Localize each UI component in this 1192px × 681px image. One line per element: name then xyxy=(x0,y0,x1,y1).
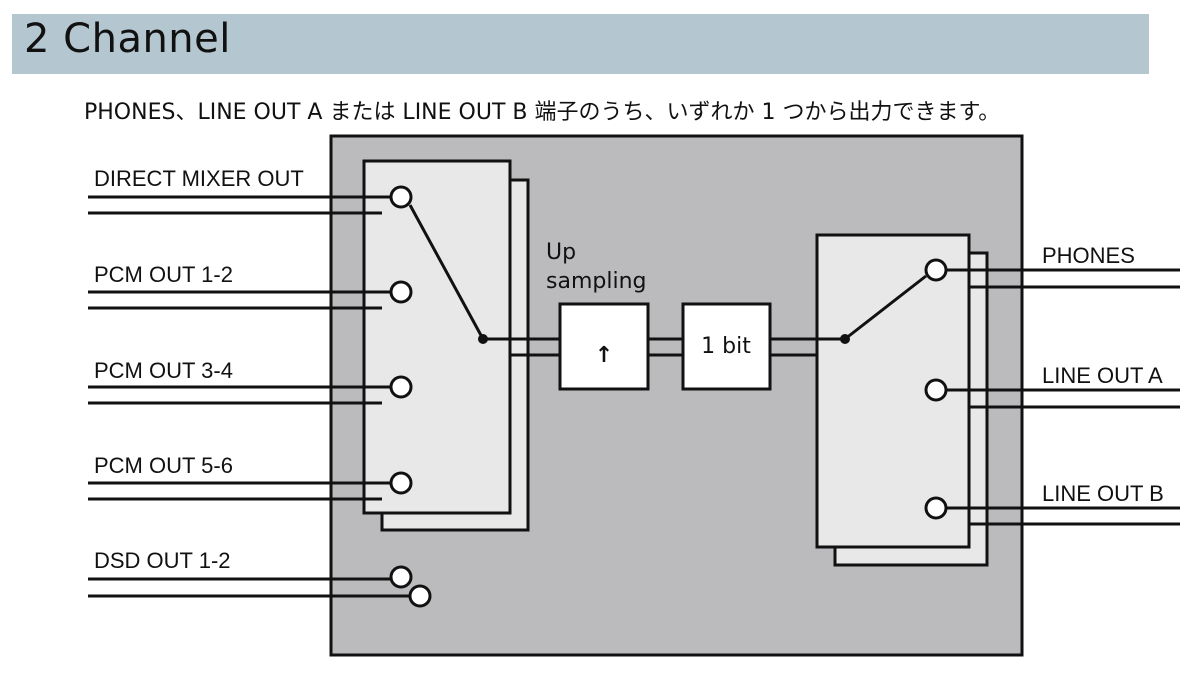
input-selector xyxy=(362,159,512,515)
pcm12-terminal xyxy=(389,280,413,304)
section-header: 2 Channel xyxy=(12,14,1149,74)
section-title: 2 Channel xyxy=(24,16,231,62)
label-pcm-out-3-4: PCM OUT 3-4 xyxy=(94,358,233,383)
upsampling-label-line1: Up xyxy=(546,240,576,265)
line-out-b-terminal xyxy=(924,496,948,520)
label-direct-mixer-out: DIRECT MIXER OUT xyxy=(94,166,304,191)
upsampling-label-line2: sampling xyxy=(546,269,646,294)
line-out-a-terminal xyxy=(924,378,948,402)
output-switch-lever xyxy=(844,274,927,341)
label-phones: PHONES xyxy=(1042,243,1135,268)
upsampling-arrow: ↑ xyxy=(595,343,613,368)
direct-mixer-terminal xyxy=(389,185,413,209)
label-pcm-out-5-6: PCM OUT 5-6 xyxy=(94,453,233,478)
label-pcm-out-1-2: PCM OUT 1-2 xyxy=(94,262,233,287)
upsampling-block xyxy=(558,302,650,391)
input-switch-lever xyxy=(408,204,485,340)
pcm34-terminal xyxy=(389,375,413,399)
label-line-out-a: LINE OUT A xyxy=(1042,363,1163,388)
label-line-out-b: LINE OUT B xyxy=(1042,481,1164,506)
description-text: PHONES、LINE OUT A または LINE OUT B 端子のうち、い… xyxy=(84,100,1001,125)
one-bit-label: 1 bit xyxy=(701,334,751,359)
pcm56-terminal xyxy=(389,471,413,495)
phones-terminal xyxy=(924,258,948,282)
label-dsd-out-1-2: DSD OUT 1-2 xyxy=(94,548,231,573)
dsd-terminal-1 xyxy=(389,565,413,589)
dsd-terminal-2 xyxy=(408,584,432,608)
one-bit-block xyxy=(681,302,772,391)
